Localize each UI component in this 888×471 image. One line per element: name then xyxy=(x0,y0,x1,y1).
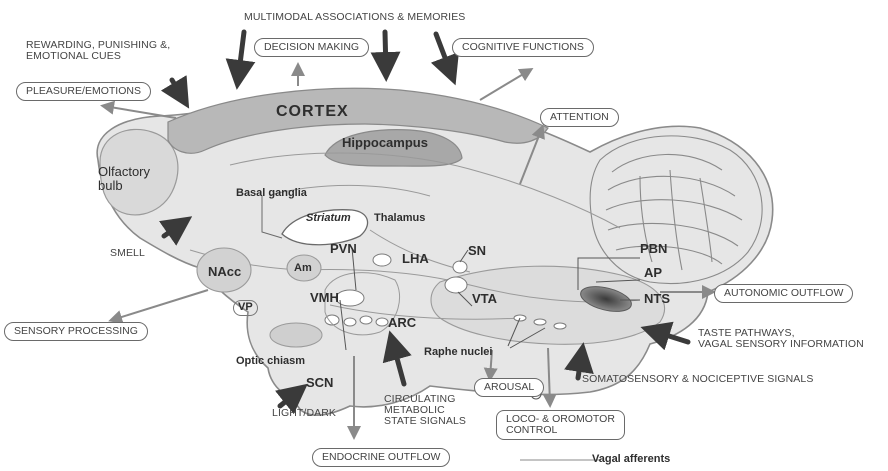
attention-box: ATTENTION xyxy=(540,108,619,127)
rewarding-caption: REWARDING, PUNISHING &, EMOTIONAL CUES xyxy=(26,40,170,62)
nts-label: NTS xyxy=(644,292,670,306)
am-label: Am xyxy=(294,263,312,275)
pleasure-emotions-box: PLEASURE/EMOTIONS xyxy=(16,82,151,101)
lha-label: LHA xyxy=(402,252,429,266)
autonomic-outflow-box: AUTONOMIC OUTFLOW xyxy=(714,284,853,303)
nacc-label: NAcc xyxy=(208,265,241,279)
loco-oromotor-control-box: LOCO- & OROMOTOR CONTROL xyxy=(496,410,625,440)
endocrine-outflow-box: ENDOCRINE OUTFLOW xyxy=(312,448,450,467)
cortex-label: CORTEX xyxy=(276,104,349,121)
smell-caption: SMELL xyxy=(110,248,145,259)
decision-making-box: DECISION MAKING xyxy=(254,38,369,57)
somatosensory-caption: SOMATOSENSORY & NOCICEPTIVE SIGNALS xyxy=(582,374,813,385)
hippocampus-label: Hippocampus xyxy=(342,136,428,150)
vp-label: VP xyxy=(233,300,258,316)
pbn-label: PBN xyxy=(640,242,667,256)
olfactory-bulb-label: Olfactory bulb xyxy=(98,165,150,192)
vagal-afferents-caption: Vagal afferents xyxy=(592,454,670,466)
sn-label: SN xyxy=(468,244,486,258)
pvn-label: PVN xyxy=(330,242,357,256)
optic-chiasm-shape xyxy=(270,323,322,347)
sensory-processing-box: SENSORY PROCESSING xyxy=(4,322,148,341)
optic-chiasm-label: Optic chiasm xyxy=(236,356,305,368)
circulating-caption: CIRCULATING METABOLIC STATE SIGNALS xyxy=(384,394,466,427)
multimodal-caption: MULTIMODAL ASSOCIATIONS & MEMORIES xyxy=(244,12,465,23)
ap-label: AP xyxy=(644,266,662,280)
cognitive-functions-box: COGNITIVE FUNCTIONS xyxy=(452,38,594,57)
light-dark-caption: LIGHT/DARK xyxy=(272,408,336,419)
arc-label: ARC xyxy=(388,316,416,330)
scn-label: SCN xyxy=(306,376,333,390)
basal-ganglia-label: Basal ganglia xyxy=(236,188,307,200)
thalamus-label: Thalamus xyxy=(374,213,425,225)
taste-caption: TASTE PATHWAYS, VAGAL SENSORY INFORMATIO… xyxy=(698,328,864,350)
arousal-box: AROUSAL xyxy=(474,378,544,397)
raphe-nuclei-label: Raphe nuclei xyxy=(424,347,492,359)
striatum-label: Striatum xyxy=(306,213,351,225)
vta-label: VTA xyxy=(472,292,497,306)
vmh-label: VMH xyxy=(310,291,339,305)
